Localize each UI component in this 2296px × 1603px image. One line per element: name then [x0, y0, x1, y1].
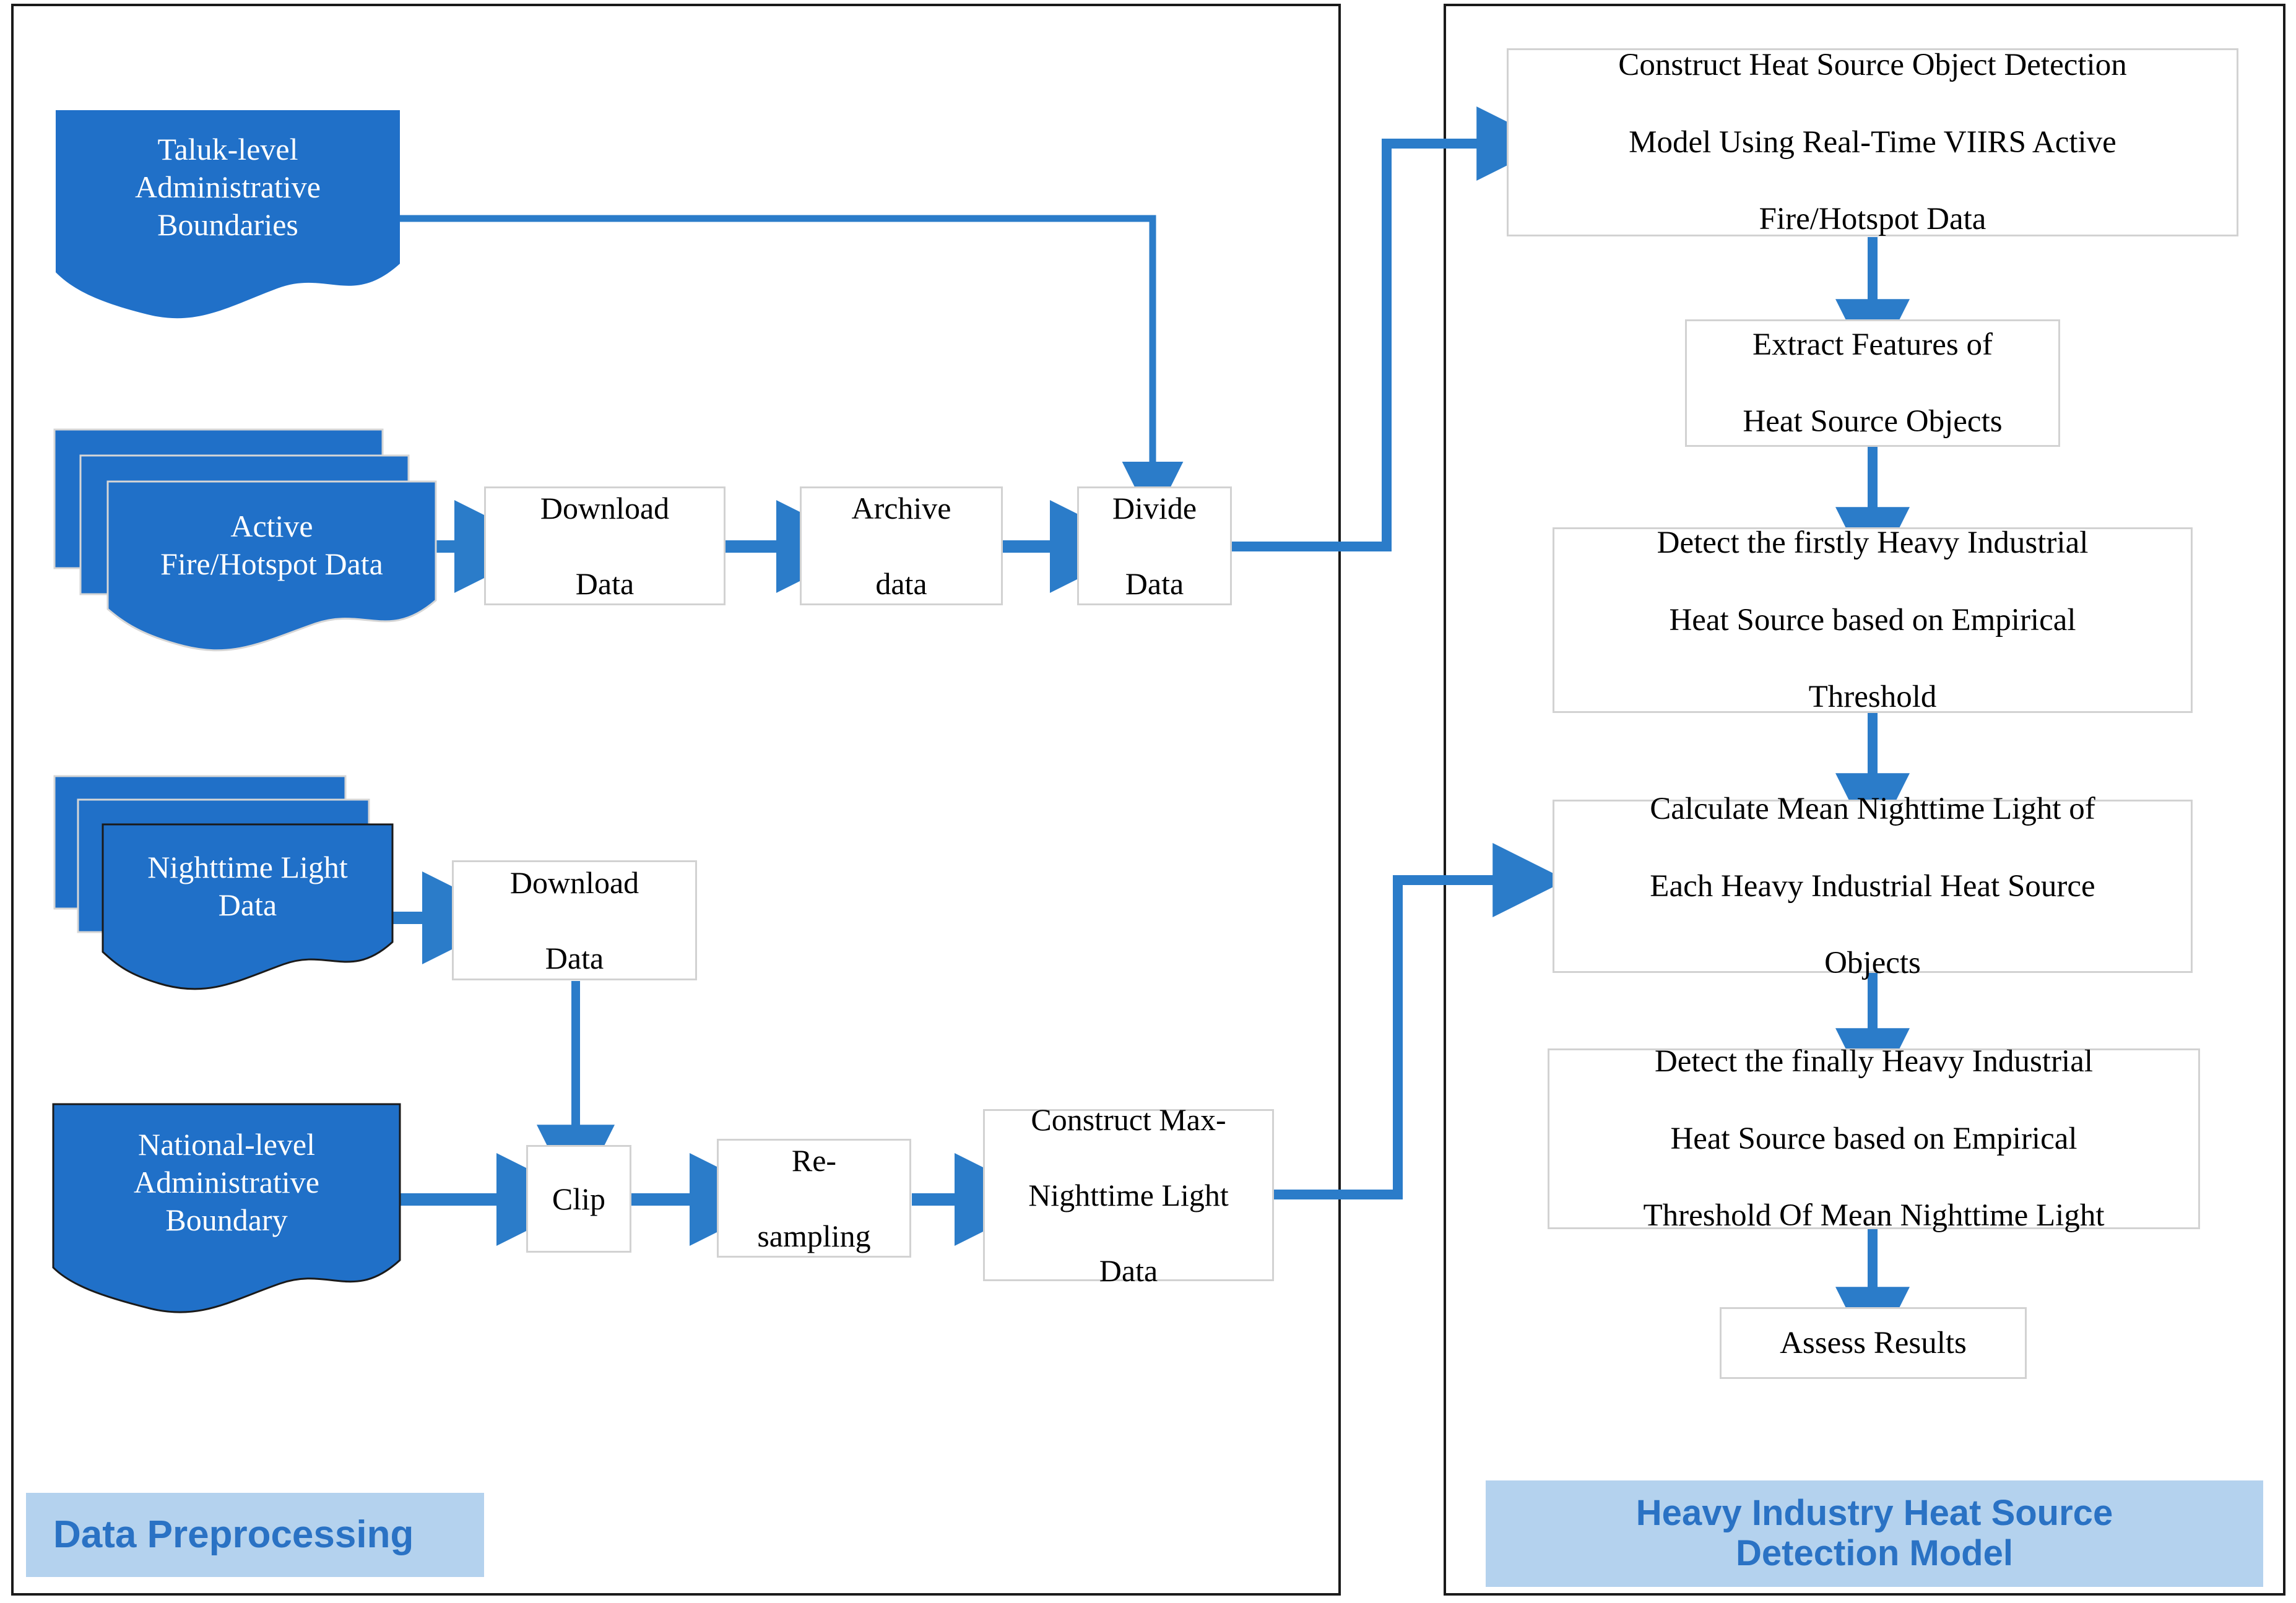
- box-line-2: Heat Source based on Empirical: [1669, 602, 2076, 637]
- box-line-1: Extract Features of: [1752, 327, 1993, 362]
- panel-label-data-preprocessing: Data Preprocessing: [26, 1493, 484, 1577]
- box-line-2: Each Heavy Industrial Heat Source: [1650, 868, 2095, 904]
- box-line-1: Construct Max-: [1031, 1102, 1226, 1137]
- process-construct-model[interactable]: Construct Heat Source Object Detection M…: [1507, 48, 2238, 236]
- box-line-1: Calculate Mean Nighttime Light of: [1650, 792, 2095, 827]
- doc-nighttime-light-data: Nighttime Light Data: [53, 775, 394, 993]
- box-line-1: Detect the finally Heavy Industrial: [1654, 1044, 2094, 1079]
- doc-national-boundary: National-level Administrative Boundary: [52, 1103, 401, 1313]
- box-line-2: Heat Source Objects: [1743, 404, 2003, 439]
- process-detect-firstly[interactable]: Detect the firstly Heavy Industrial Heat…: [1553, 525, 2193, 715]
- doc-taluk-boundaries: Taluk-level Administrative Boundaries: [56, 110, 400, 319]
- box-line-3: Threshold: [1808, 680, 1937, 715]
- panel-label-text: Data Preprocessing: [53, 1513, 414, 1557]
- box-line-3: Objects: [1824, 946, 1921, 981]
- process-detect-finally[interactable]: Detect the finally Heavy Industrial Heat…: [1548, 1044, 2200, 1233]
- panel-label-detection-model: Heavy Industry Heat Source Detection Mod…: [1486, 1480, 2263, 1587]
- box-line-1: Download: [540, 490, 670, 525]
- box-line-2: sampling: [757, 1218, 871, 1253]
- box-line-1: Assess Results: [1780, 1325, 1967, 1360]
- process-archive-data[interactable]: Archive data: [800, 486, 1003, 605]
- box-line-1: Construct Heat Source Object Detection: [1618, 48, 2127, 83]
- box-line-2: Heat Source based on Empirical: [1670, 1121, 2077, 1156]
- box-line-1: Clip: [552, 1181, 606, 1216]
- box-line-1: Archive: [851, 490, 951, 525]
- process-divide-data[interactable]: Divide Data: [1077, 486, 1232, 605]
- doc-active-fire-data: Active Fire/Hotspot Data: [53, 428, 437, 652]
- box-line-2: Data: [575, 566, 635, 601]
- box-line-3: Fire/Hotspot Data: [1759, 202, 1986, 237]
- process-construct-max-nighttime-light[interactable]: Construct Max- Nighttime Light Data: [983, 1102, 1274, 1288]
- process-download-data-ntl[interactable]: Download Data: [452, 860, 697, 980]
- panel-label-line-2: Detection Model: [1736, 1533, 2013, 1573]
- box-line-2: Model Using Real-Time VIIRS Active: [1629, 124, 2116, 160]
- box-line-1: Download: [509, 865, 639, 900]
- box-line-2: Data: [1125, 566, 1184, 601]
- box-line-1: Divide: [1112, 490, 1197, 525]
- process-download-data-fire[interactable]: Download Data: [484, 486, 726, 605]
- process-calculate-mean-nighttime-light[interactable]: Calculate Mean Nighttime Light of Each H…: [1553, 792, 2193, 980]
- box-line-3: Threshold Of Mean Nighttime Light: [1643, 1198, 2105, 1234]
- panel-label-line-1: Heavy Industry Heat Source: [1635, 1493, 2113, 1534]
- box-line-2: Nighttime Light: [1028, 1177, 1229, 1212]
- process-extract-features[interactable]: Extract Features of Heat Source Objects: [1685, 319, 2060, 447]
- box-line-2: Data: [545, 940, 604, 975]
- box-line-3: Data: [1099, 1253, 1158, 1288]
- process-clip[interactable]: Clip: [526, 1145, 631, 1253]
- box-line-1: Re-: [791, 1143, 837, 1178]
- box-line-2: data: [875, 566, 927, 601]
- box-line-1: Detect the firstly Heavy Industrial: [1657, 525, 2089, 561]
- process-assess-results[interactable]: Assess Results: [1720, 1307, 2027, 1379]
- process-re-sampling[interactable]: Re- sampling: [717, 1139, 911, 1258]
